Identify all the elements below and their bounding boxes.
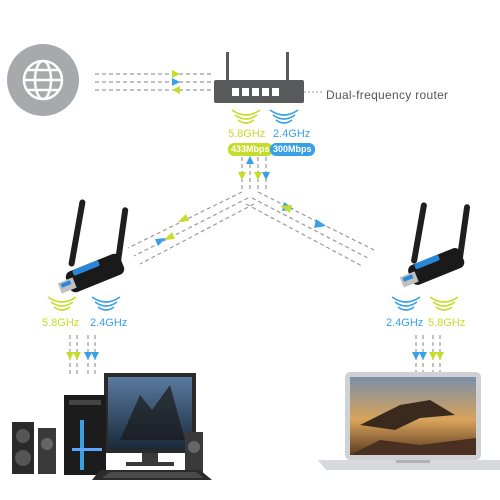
link-to-right-adapter xyxy=(245,191,375,267)
router-band-5g-speed: 433Mbps xyxy=(228,143,273,156)
right-adapter-freq-a: 2.4GHz xyxy=(386,317,424,329)
usb-adapter-icon xyxy=(57,199,129,294)
wifi-signal-icon xyxy=(391,296,459,311)
desktop-computer-icon xyxy=(12,373,212,480)
wifi-signal-icon xyxy=(47,296,121,311)
left-adapter-freq-b: 2.4GHz xyxy=(90,317,128,329)
router-downlink xyxy=(241,150,267,192)
right-downlink-arrows xyxy=(412,352,444,360)
left-link-arrows xyxy=(155,214,189,246)
router-band-24g-speed: 300Mbps xyxy=(270,143,315,156)
internet-link-arrows xyxy=(172,70,180,94)
router-band-24g-freq: 2.4GHz xyxy=(273,128,311,140)
left-downlink xyxy=(69,335,96,374)
right-link-arrows xyxy=(280,202,326,228)
left-adapter-freq-a: 5.8GHz xyxy=(42,317,80,329)
usb-adapter-icon xyxy=(399,202,471,288)
internet-link xyxy=(95,73,212,91)
link-to-left-adapter xyxy=(127,191,255,265)
left-downlink-arrows xyxy=(66,352,99,360)
router-downlink-arrows xyxy=(238,156,270,180)
router-icon xyxy=(214,52,304,103)
right-downlink xyxy=(415,335,441,374)
globe-icon xyxy=(7,44,79,116)
router-band-5g-freq: 5.8GHz xyxy=(228,128,266,140)
router-label: Dual-frequency router xyxy=(326,88,449,102)
wifi-signal-icon xyxy=(231,109,299,124)
laptop-icon xyxy=(318,372,500,470)
right-adapter-freq-b: 5.8GHz xyxy=(428,317,466,329)
